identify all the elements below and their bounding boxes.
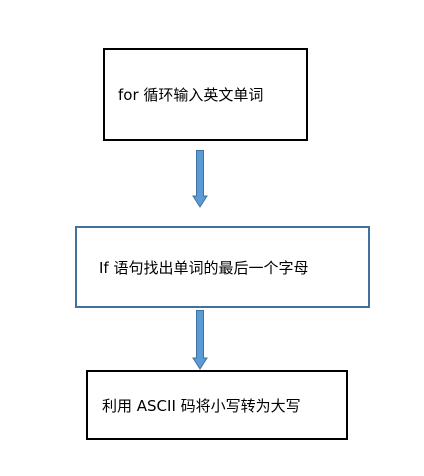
step-box-for-loop: for 循环输入英文单词	[103, 48, 308, 141]
step-label-ascii-convert: 利用 ASCII 码将小写转为大写	[102, 396, 301, 415]
down-arrow-2	[192, 310, 208, 370]
down-arrow-1	[192, 150, 208, 208]
step-box-if-statement: If 语句找出单词的最后一个字母	[75, 226, 370, 308]
step-label-if-statement: If 语句找出单词的最后一个字母	[99, 258, 309, 277]
step-label-for-loop: for 循环输入英文单词	[118, 86, 264, 104]
step-box-ascii-convert: 利用 ASCII 码将小写转为大写	[86, 370, 348, 440]
